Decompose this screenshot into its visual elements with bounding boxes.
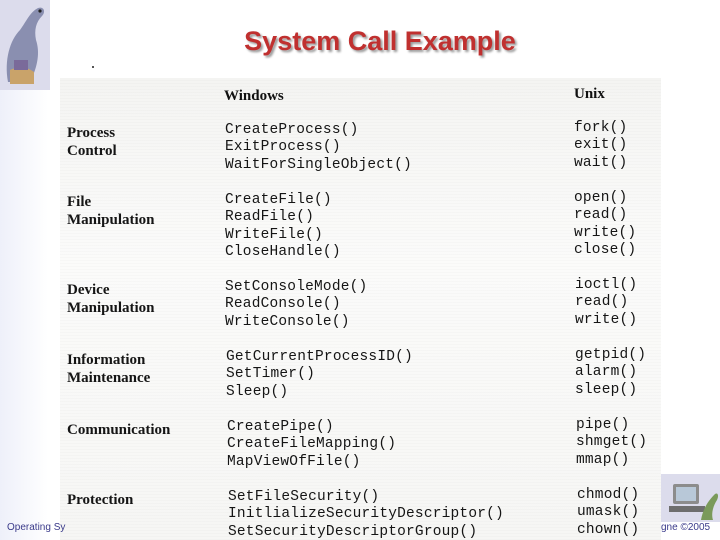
- windows-calls-device: SetConsoleMode() ReadConsole() WriteCons…: [225, 279, 367, 331]
- call-item: SetFileSecurity(): [228, 489, 380, 505]
- windows-calls-communication: CreatePipe() CreateFileMapping() MapView…: [227, 419, 396, 471]
- category-line: Protection: [67, 492, 134, 508]
- header-windows: Windows: [224, 88, 284, 104]
- call-item: ioctl(): [575, 277, 638, 293]
- call-item: mmap(): [576, 451, 630, 468]
- unix-calls-protection: chmod() umask() chown(): [577, 487, 639, 539]
- decorative-dot: [92, 66, 94, 68]
- call-item: WriteConsole(): [225, 313, 350, 330]
- call-item: sleep(): [575, 381, 638, 398]
- call-item: shmget(): [576, 434, 648, 451]
- dinosaur-logo-icon: [0, 0, 50, 90]
- call-item: exit(): [574, 137, 628, 154]
- category-line: Manipulation: [67, 212, 155, 228]
- header-unix: Unix: [574, 86, 605, 102]
- call-item: WriteFile(): [225, 226, 323, 243]
- call-item: umask(): [577, 504, 640, 521]
- category-protection: Protection: [67, 491, 217, 509]
- category-information-maintenance: Information Maintenance: [67, 351, 217, 387]
- call-item: open(): [574, 190, 628, 206]
- slide-title: System Call Example: [244, 26, 516, 56]
- call-item: getpid(): [575, 347, 647, 363]
- windows-calls-information: GetCurrentProcessID() SetTimer() Sleep(): [226, 349, 413, 401]
- category-line: Device: [67, 282, 110, 298]
- scanned-table: Windows Unix Process Control CreateProce…: [60, 78, 661, 540]
- category-process-control: Process Control: [67, 124, 217, 160]
- call-item: SetConsoleMode(): [225, 279, 368, 295]
- call-item: pipe(): [576, 417, 630, 433]
- call-item: CreatePipe(): [227, 419, 334, 435]
- sidebar-gradient: [0, 0, 48, 540]
- call-item: chmod(): [577, 487, 640, 503]
- footer-right: gne ©2005: [661, 522, 711, 533]
- call-item: CloseHandle(): [225, 244, 341, 261]
- call-item: WaitForSingleObject(): [225, 156, 412, 173]
- unix-calls-communication: pipe() shmget() mmap(): [576, 417, 647, 469]
- call-item: GetCurrentProcessID(): [226, 349, 413, 365]
- call-item: write(): [575, 311, 638, 328]
- call-item: Sleep(): [226, 383, 289, 400]
- call-item: SetSecurityDescriptorGroup(): [228, 523, 478, 540]
- call-item: ExitProcess(): [225, 139, 341, 156]
- call-item: CreateFileMapping(): [227, 436, 397, 453]
- dinosaur-computer-icon: [661, 474, 720, 522]
- category-line: File: [67, 194, 92, 210]
- call-item: CreateFile(): [225, 192, 332, 208]
- scan-texture: [60, 78, 661, 540]
- call-item: alarm(): [575, 364, 638, 381]
- call-item: CreateProcess(): [225, 122, 359, 138]
- call-item: ReadConsole(): [225, 296, 341, 313]
- footer-left: Operating Sy: [7, 522, 66, 533]
- call-item: write(): [574, 224, 637, 241]
- category-device-manipulation: Device Manipulation: [67, 281, 217, 317]
- category-line: Information: [67, 352, 146, 368]
- call-item: read(): [575, 294, 629, 311]
- windows-calls-protection: SetFileSecurity() InitlializeSecurityDes…: [228, 489, 504, 540]
- category-line: Control: [67, 143, 117, 159]
- unix-calls-device: ioctl() read() write(): [575, 277, 637, 329]
- category-file-manipulation: File Manipulation: [67, 193, 217, 229]
- call-item: ReadFile(): [225, 209, 315, 226]
- call-item: MapViewOfFile(): [227, 453, 361, 470]
- call-item: chown(): [577, 521, 640, 538]
- category-line: Maintenance: [67, 370, 151, 386]
- call-item: InitlializeSecurityDescriptor(): [228, 506, 504, 523]
- unix-calls-process: fork() exit() wait(): [574, 120, 627, 172]
- unix-calls-file: open() read() write() close(): [574, 190, 636, 260]
- category-line: Process: [67, 125, 116, 141]
- call-item: close(): [574, 242, 637, 259]
- windows-calls-file: CreateFile() ReadFile() WriteFile() Clos…: [225, 192, 341, 262]
- category-communication: Communication: [67, 421, 217, 439]
- category-line: Communication: [67, 422, 171, 438]
- call-item: wait(): [574, 154, 628, 171]
- category-line: Manipulation: [67, 300, 155, 316]
- unix-calls-information: getpid() alarm() sleep(): [575, 347, 646, 399]
- call-item: SetTimer(): [226, 366, 316, 383]
- windows-calls-process: CreateProcess() ExitProcess() WaitForSin…: [225, 122, 412, 174]
- call-item: read(): [574, 207, 628, 224]
- call-item: fork(): [574, 120, 628, 136]
